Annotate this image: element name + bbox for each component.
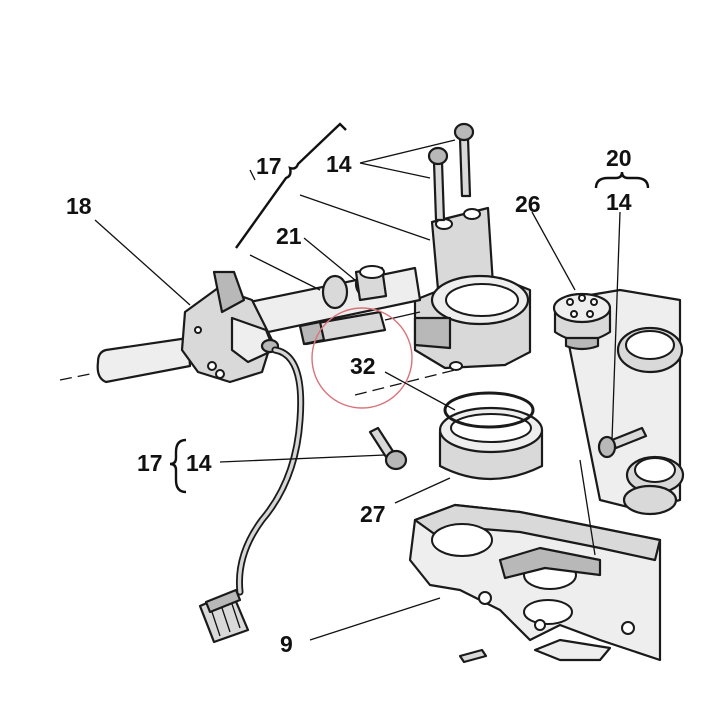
callout-9: 9 xyxy=(280,631,293,657)
cable-end xyxy=(298,310,421,346)
callout-18: 18 xyxy=(66,193,92,219)
brackets xyxy=(169,122,650,494)
switch-housing xyxy=(180,270,280,384)
highlight-circle xyxy=(311,307,413,409)
clamp-bolts xyxy=(427,122,475,222)
steering-nut xyxy=(552,292,612,351)
handlebar-clamp xyxy=(413,206,532,371)
bolt-right xyxy=(597,426,648,459)
callout-27: 27 xyxy=(360,501,386,527)
callout-17-top: 17 xyxy=(256,153,282,179)
callout-14-right: 14 xyxy=(606,189,632,215)
callout-labels: 17 14 18 21 20 14 26 32 17 14 27 9 xyxy=(66,145,632,657)
callout-17-left: 17 xyxy=(137,450,163,476)
callout-14-top: 14 xyxy=(326,151,352,177)
bolt-left xyxy=(368,426,408,471)
callout-20: 20 xyxy=(606,145,632,171)
wiring-harness xyxy=(198,346,305,644)
seal-ring xyxy=(438,391,544,480)
callout-21: 21 xyxy=(276,223,302,249)
steering-crown xyxy=(408,503,662,664)
axis-lines xyxy=(59,169,456,396)
callout-32: 32 xyxy=(350,353,376,379)
callout-26: 26 xyxy=(515,191,541,217)
callout-14-left: 14 xyxy=(186,450,212,476)
leader-lines xyxy=(94,139,621,641)
